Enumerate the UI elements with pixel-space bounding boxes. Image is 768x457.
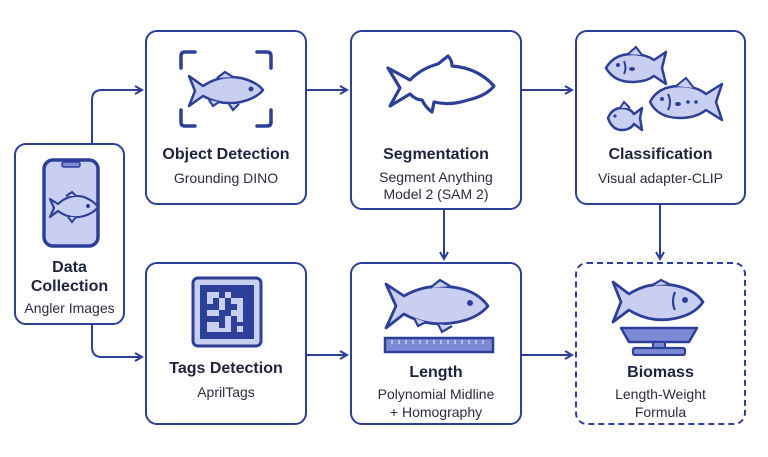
fish-outline-icon	[386, 54, 496, 114]
node-biomass[interactable]: Biomass Length-Weight Formula	[575, 262, 746, 425]
node-subtitle: Visual adapter-CLIP	[597, 170, 724, 186]
node-subtitle-line-2: Formula	[634, 404, 687, 420]
title-line-2: Collection	[30, 278, 109, 295]
node-data-collection[interactable]: Data Collection Angler Images	[14, 143, 125, 325]
fish-scale-icon	[611, 278, 705, 356]
node-subtitle: Grounding DINO	[173, 170, 279, 186]
node-tags-detection[interactable]: Tags Detection AprilTags	[145, 262, 307, 425]
fish-ruler-icon	[383, 278, 495, 354]
node-title: Object Detection	[162, 146, 290, 163]
node-title: Biomass	[627, 364, 694, 381]
apriltag-icon	[191, 276, 263, 348]
arrow-data-to-tags-detection	[91, 325, 142, 357]
node-classification[interactable]: Classification Visual adapter-CLIP	[575, 30, 746, 205]
node-length[interactable]: Length Polynomial Midline + Homography	[350, 262, 522, 425]
subtitle: Angler Images	[24, 300, 115, 316]
node-subtitle-line-2: + Homography	[389, 404, 483, 420]
node-segmentation[interactable]: Segmentation Segment Anything Model 2 (S…	[350, 30, 522, 210]
node-title: Length	[409, 364, 463, 381]
title-line-1: Data	[52, 259, 87, 276]
node-subtitle-line-2: Model 2 (SAM 2)	[383, 186, 489, 202]
three-fish-icon	[604, 45, 724, 132]
node-subtitle: AprilTags	[197, 384, 255, 400]
node-subtitle-line-1: Segment Anything	[379, 169, 493, 185]
fish-bounding-box-icon	[179, 50, 273, 128]
phone-fish-icon	[42, 158, 100, 248]
node-object-detection[interactable]: Object Detection Grounding DINO	[145, 30, 307, 205]
node-title: Classification	[608, 146, 713, 163]
node-subtitle-line-1: Polynomial Midline	[377, 386, 495, 402]
arrow-data-to-object-detection	[91, 90, 142, 143]
node-title: Segmentation	[383, 146, 489, 163]
node-subtitle-line-1: Length-Weight	[615, 386, 706, 402]
node-title: Tags Detection	[169, 360, 283, 377]
